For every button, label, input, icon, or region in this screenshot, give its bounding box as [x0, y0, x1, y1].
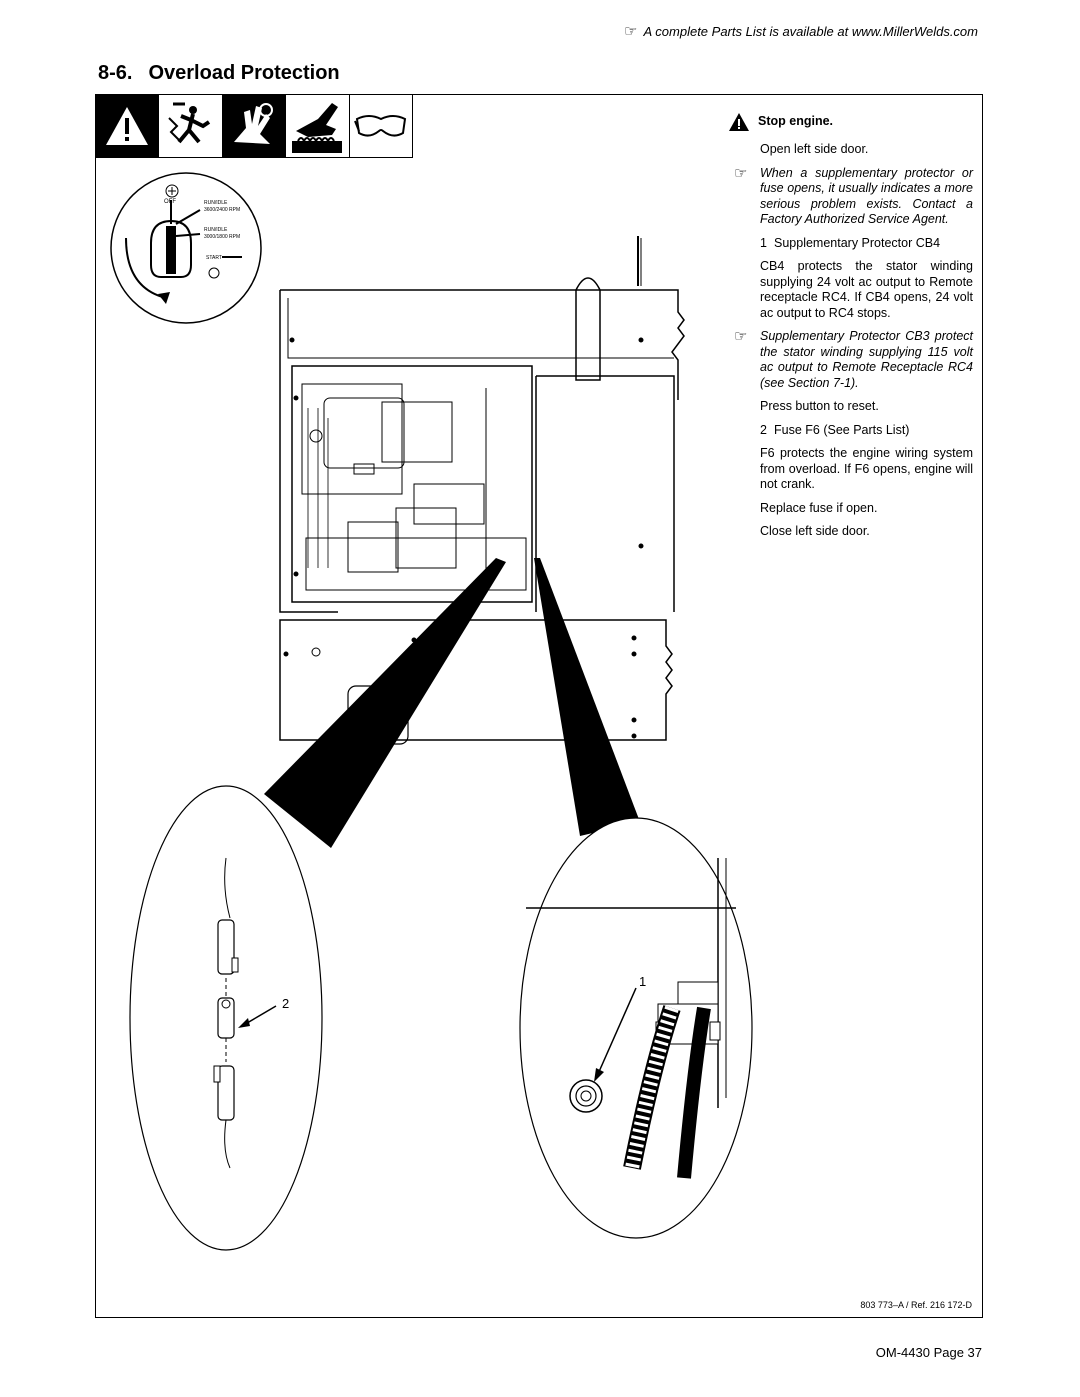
item-1-label: Supplementary Protector CB4: [774, 235, 941, 250]
figure-frame: [95, 94, 983, 1318]
switch-off-label: OFF: [164, 199, 176, 205]
warning-triangle-icon: [96, 95, 160, 157]
switch-run-idle-1-label: RUN/IDLE: [204, 200, 228, 206]
engine-switch-illustration: OFF RUN/IDLE 3600/2400 RPM RUN/IDLE 3000…: [110, 172, 262, 324]
warning-triangle-icon: [729, 113, 749, 131]
protector-detail-view: 1: [519, 817, 753, 1239]
switch-rpm-2-label: 3000/1800 RPM: [204, 234, 240, 240]
parts-list-note-text: A complete Parts List is available at ww…: [643, 24, 978, 39]
instruction-panel: Stop engine. Open left side door. ☞ When …: [729, 112, 973, 548]
switch-start-label: START: [206, 255, 222, 261]
welder-generator-illustration: [279, 236, 685, 745]
fuse-callout-number: 2: [282, 996, 289, 1011]
open-door-step: Open left side door.: [760, 142, 869, 156]
service-note-text: When a supplementary protector or fuse o…: [760, 165, 973, 227]
cb4-description: CB4 protects the stator winding supplyin…: [760, 259, 973, 320]
close-door-step: Close left side door.: [760, 524, 870, 538]
f6-description: F6 protects the engine wiring system fro…: [760, 446, 973, 491]
protector-callout-number: 1: [639, 974, 646, 989]
warning-line: Stop engine.: [729, 112, 973, 132]
equipment-diagram: OFF RUN/IDLE 3600/2400 RPM RUN/IDLE 3000…: [110, 172, 753, 1251]
item-2-number: 2: [760, 422, 767, 437]
stop-engine-text: Stop engine.: [758, 114, 833, 129]
switch-rpm-1-label: 3600/2400 RPM: [204, 207, 240, 213]
replace-fuse-step: Replace fuse if open.: [760, 500, 878, 515]
pointing-hand-icon: ☞: [624, 23, 638, 40]
cb3-note-text: Supplementary Protector CB3 protect the …: [760, 329, 973, 390]
service-note: ☞ When a supplementary protector or fuse …: [734, 164, 973, 228]
item-1: 1 Supplementary Protector CB4: [760, 236, 973, 252]
fuse-magnifier-cone: [264, 558, 506, 848]
switch-run-idle-2-label: RUN/IDLE: [204, 227, 228, 233]
protector-magnifier-cone: [534, 558, 640, 836]
item-1-number: 1: [760, 235, 767, 250]
item-2-label: Fuse F6 (See Parts List): [774, 422, 910, 437]
moving-parts-icon: [222, 95, 287, 157]
pointing-hand-icon: ☞: [734, 328, 748, 345]
cb3-note: ☞ Supplementary Protector CB3 protect the…: [734, 329, 973, 391]
electric-shock-icon: [159, 95, 223, 157]
hazard-symbol-strip: [95, 94, 413, 158]
section-title-text: Overload Protection: [148, 62, 340, 84]
section-title: 8-6. Overload Protection: [98, 62, 340, 85]
hot-parts-icon: [286, 95, 350, 157]
reset-step: Press button to reset.: [760, 399, 879, 413]
section-number: 8-6.: [98, 62, 133, 84]
parts-list-note: ☞ A complete Parts List is available at w…: [624, 22, 978, 40]
pointing-hand-icon: ☞: [734, 164, 748, 182]
page-footer: OM-4430 Page 37: [875, 1345, 982, 1360]
item-2: 2 Fuse F6 (See Parts List): [760, 423, 973, 439]
fuse-detail-view: 2: [129, 785, 323, 1251]
safety-glasses-icon: [350, 95, 412, 157]
figure-reference: 803 773–A / Ref. 216 172-D: [860, 1300, 972, 1310]
